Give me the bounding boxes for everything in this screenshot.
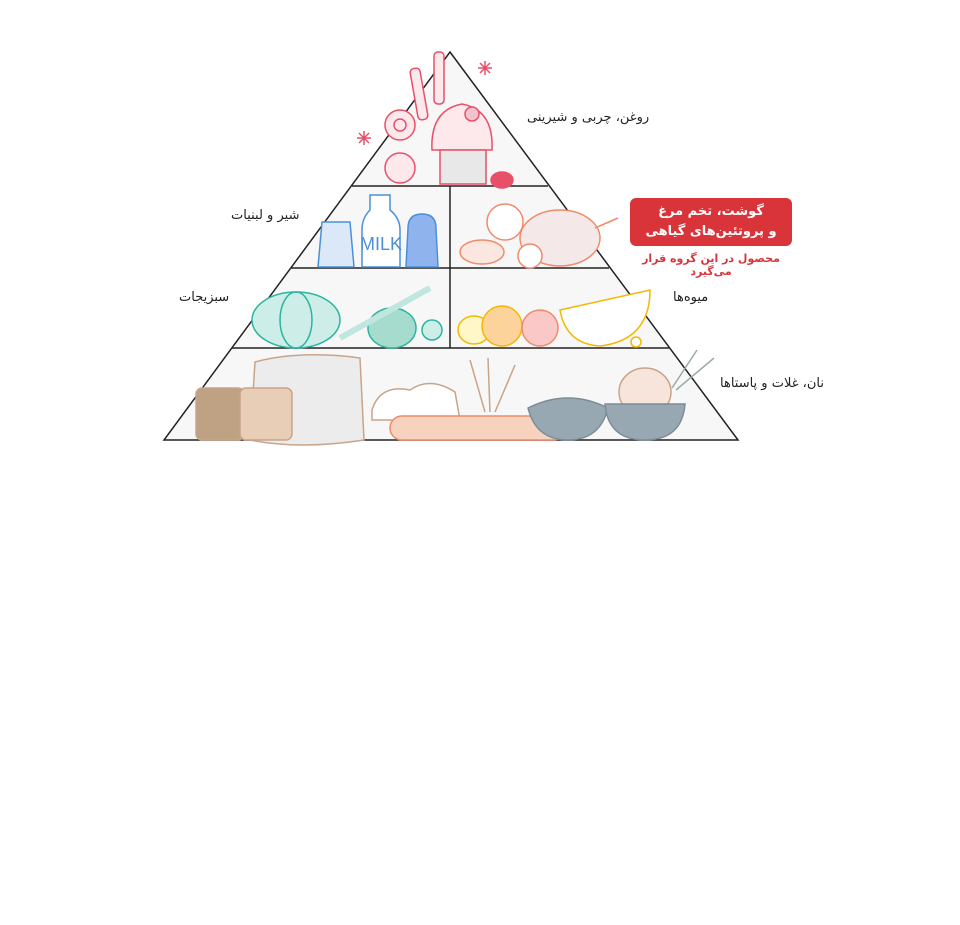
label-fats-sweets: روغن، چربی و شیرینی	[527, 110, 650, 125]
protein-illustration	[459, 203, 619, 269]
vegetables-illustration	[251, 285, 443, 349]
grains-illustration	[195, 349, 715, 446]
label-grains: نان، غلات و پاستاها	[720, 376, 824, 391]
highlight-badge-protein: گوشت، تخم مرغ و پروتئین‌های گیاهی	[630, 198, 792, 246]
label-vegetables: سبزیجات	[179, 290, 230, 305]
dairy-illustration	[317, 194, 439, 268]
label-fruits: میوه‌ها	[673, 290, 709, 305]
badge-line-1: گوشت، تخم مرغ	[658, 204, 764, 219]
highlight-note: محصول در این گروه قرار می‌گیرد	[642, 252, 780, 278]
badge-line-2: و پروتئین‌های گیاهی	[645, 224, 777, 239]
fruits-illustration	[457, 289, 651, 348]
sweets-illustration	[357, 51, 514, 189]
milk-label: MILK	[360, 234, 402, 254]
label-dairy: شیر و لبنیات	[231, 208, 300, 223]
